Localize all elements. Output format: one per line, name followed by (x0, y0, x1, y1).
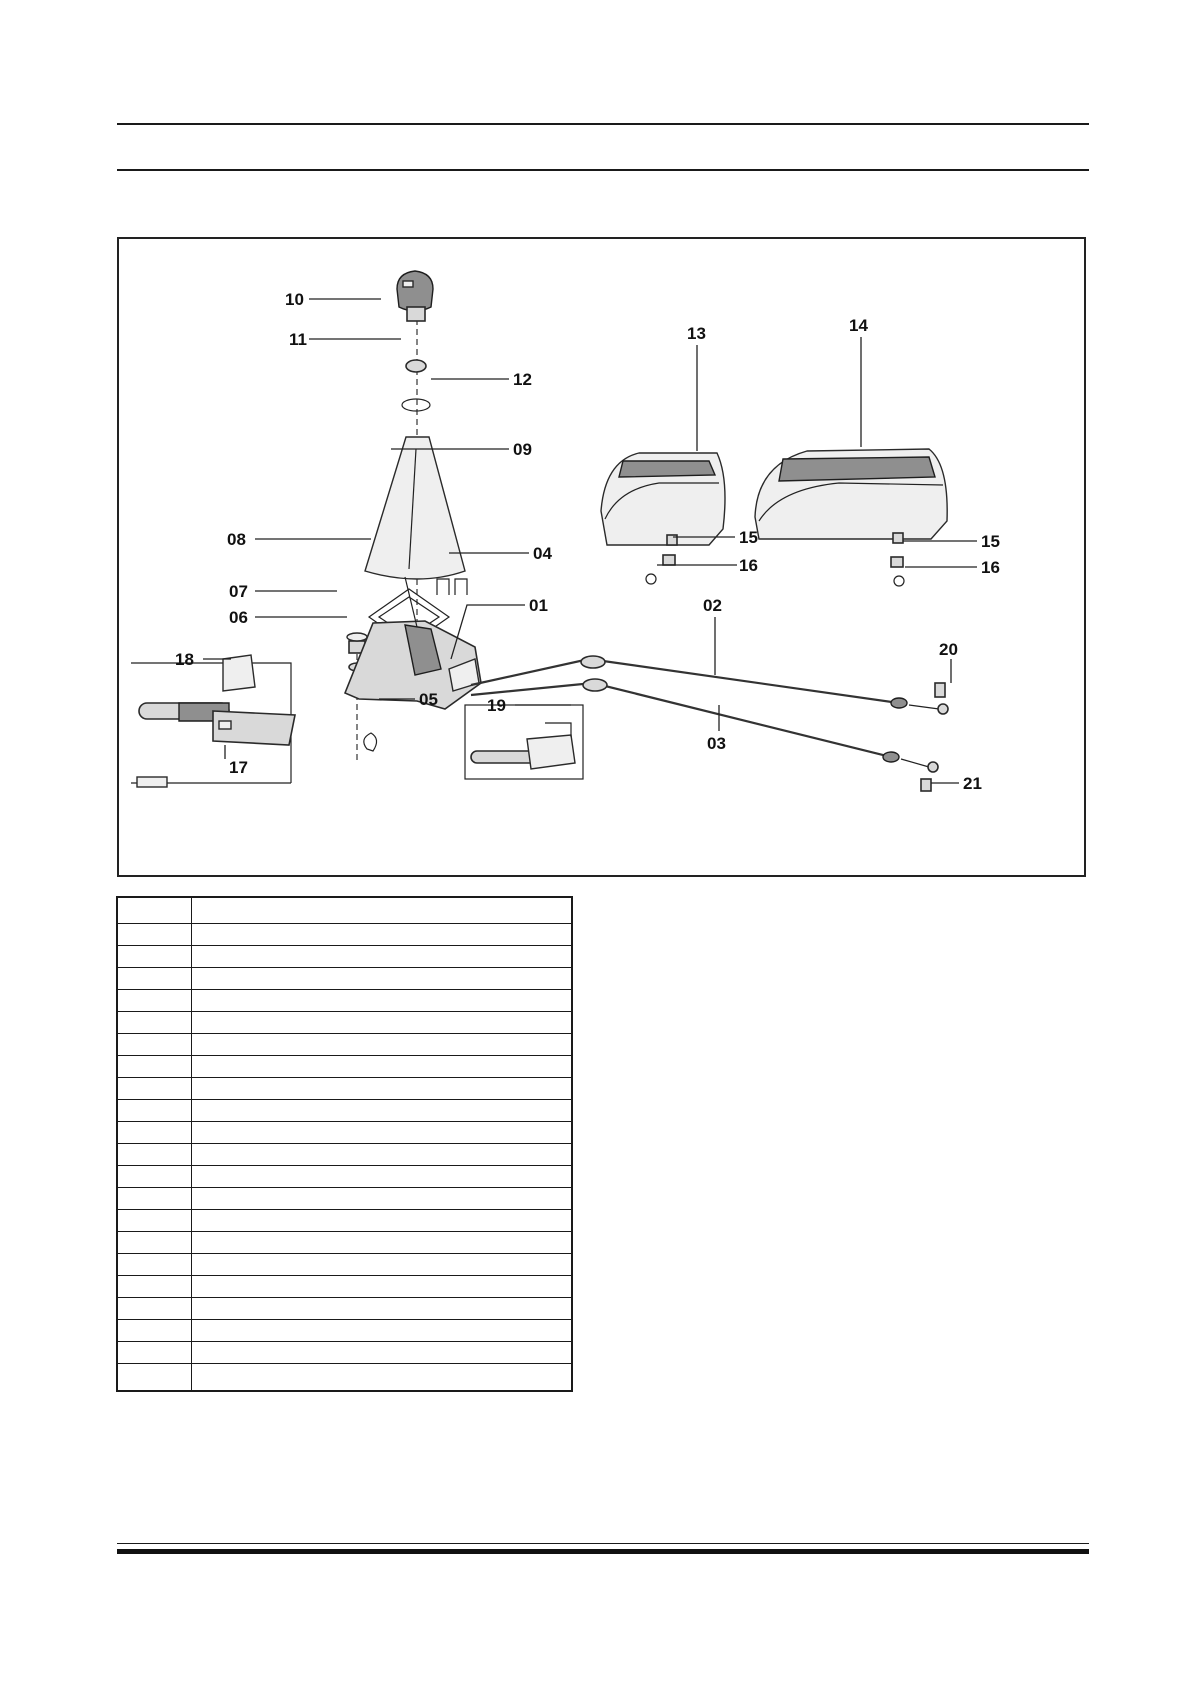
callout-21: 21 (963, 774, 982, 793)
callout-17: 17 (229, 758, 248, 777)
detail-box-cable-lock (464, 704, 584, 780)
leader-lines (203, 298, 977, 784)
callout-16a: 16 (739, 556, 758, 575)
callout-20: 20 (939, 640, 958, 659)
footer-rule-thick (117, 1549, 1089, 1554)
callout-14: 14 (849, 316, 868, 335)
table-row (118, 1165, 571, 1166)
callout-01: 01 (529, 596, 548, 615)
callout-15b: 15 (981, 532, 1000, 551)
header-rule-bottom (117, 169, 1089, 171)
table-row (118, 1011, 571, 1012)
header-rule-top (117, 123, 1089, 125)
callout-02: 02 (703, 596, 722, 615)
callout-05: 05 (419, 690, 438, 709)
table-row (118, 1341, 571, 1342)
callout-13: 13 (687, 324, 706, 343)
callout-16b: 16 (981, 558, 1000, 577)
clip-21 (920, 778, 932, 792)
callout-03: 03 (707, 734, 726, 753)
table-header-divider (118, 923, 571, 924)
table-row (118, 1297, 571, 1298)
gear-knob (396, 270, 434, 322)
callout-19: 19 (487, 696, 506, 715)
table-row (118, 1209, 571, 1210)
table-row (118, 989, 571, 990)
retaining-clips (436, 578, 468, 595)
table-row (118, 967, 571, 968)
callout-04: 04 (533, 544, 552, 563)
shift-cable (470, 655, 949, 715)
callout-11: 11 (289, 330, 307, 349)
callout-12: 12 (513, 370, 532, 389)
detail-box-cable-end (131, 654, 296, 788)
clip-20 (934, 682, 946, 698)
callout-18: 18 (175, 650, 194, 669)
gear-boot (364, 436, 466, 580)
table-row (118, 1275, 571, 1276)
callout-10: 10 (285, 290, 304, 309)
cable-clip (363, 732, 378, 752)
callout-06: 06 (229, 608, 248, 627)
parts-list-table (116, 896, 573, 1392)
shifter-housing (343, 576, 482, 710)
table-column-divider (191, 898, 192, 1390)
table-row (118, 1187, 571, 1188)
callout-07: 07 (229, 582, 248, 601)
clamp-ring (401, 398, 431, 412)
footer-rule-thin (117, 1543, 1089, 1544)
table-row (118, 1099, 571, 1100)
table-row (118, 1253, 571, 1254)
small-console-cover (600, 452, 726, 585)
callout-09: 09 (513, 440, 532, 459)
table-row (118, 1121, 571, 1122)
large-console-cover (754, 448, 948, 587)
exploded-parts-diagram: 10 11 12 09 08 04 07 06 01 05 18 17 19 1… (117, 237, 1086, 877)
table-row (118, 1319, 571, 1320)
callout-08: 08 (227, 530, 246, 549)
callout-15a: 15 (739, 528, 758, 547)
table-row (118, 1077, 571, 1078)
table-row (118, 1231, 571, 1232)
select-cable (470, 678, 939, 773)
table-row (118, 1033, 571, 1034)
table-row (118, 1363, 571, 1364)
table-row (118, 1055, 571, 1056)
lock-nut (405, 359, 427, 373)
bolt-head (346, 632, 368, 642)
table-row (118, 1143, 571, 1144)
table-row (118, 945, 571, 946)
